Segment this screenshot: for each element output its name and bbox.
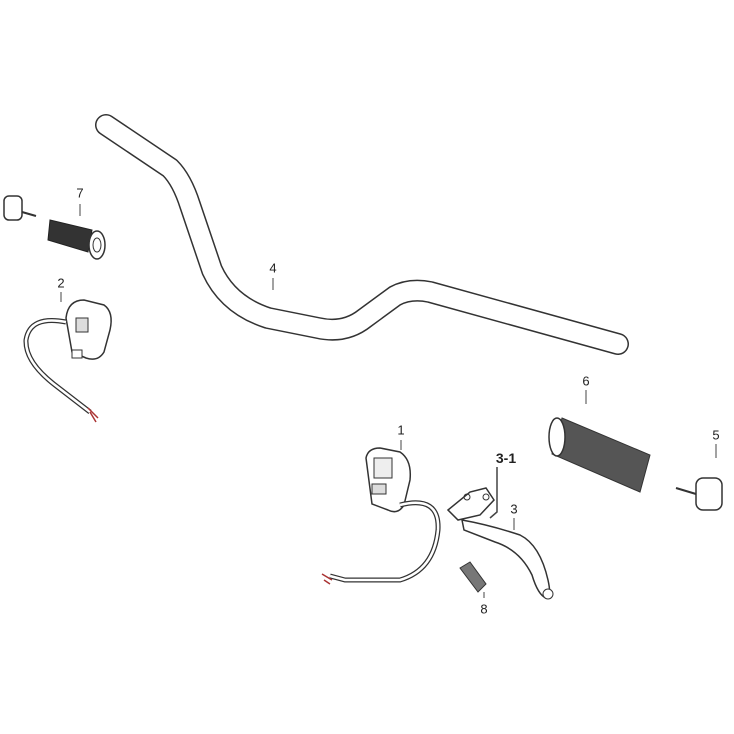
left-grip xyxy=(47,219,106,260)
right-grip xyxy=(548,417,651,493)
leader-lines xyxy=(60,204,717,598)
callout-3: 3 xyxy=(510,501,518,517)
callout-5: 5 xyxy=(712,427,720,443)
callout-7: 7 xyxy=(76,185,84,201)
left-switch-housing xyxy=(23,299,112,423)
callout-1: 1 xyxy=(397,422,405,438)
right-bar-end-weight xyxy=(675,477,723,511)
callout-6: 6 xyxy=(582,373,590,389)
clutch-lever xyxy=(446,487,554,600)
left-bar-end-weight xyxy=(3,195,37,221)
callout-2: 2 xyxy=(57,275,65,291)
callout-8: 8 xyxy=(480,601,488,617)
callout-3-1: 3-1 xyxy=(495,450,517,466)
callout-4: 4 xyxy=(269,260,277,276)
handlebar xyxy=(95,114,629,355)
right-switch-housing xyxy=(321,447,441,585)
lever-cover xyxy=(459,561,487,593)
